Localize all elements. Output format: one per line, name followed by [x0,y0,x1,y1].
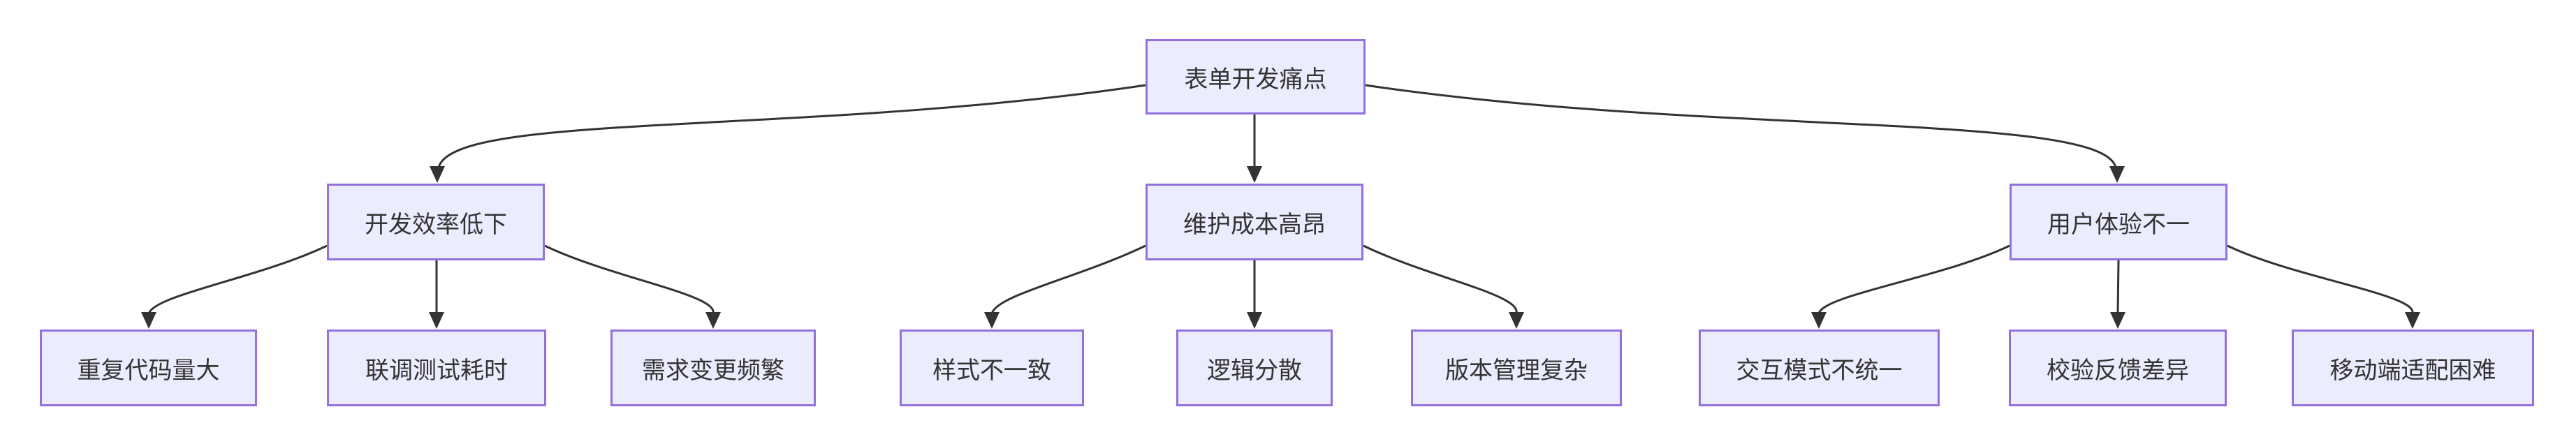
node-style-inconsistency: 样式不一致 [900,330,1084,406]
edge-dev-to-duplicate-code [141,244,328,329]
node-complex-version-management: 版本管理复杂 [1411,330,1622,406]
node-mobile-adaptation-difficult: 移动端适配困难 [2292,330,2534,406]
edge-root-to-dev-efficiency [430,84,1146,183]
edge-maint-to-version-management [1363,244,1524,329]
edge-root-to-maintenance-cost [1247,114,1262,183]
edge-dev-to-joint-testing [429,260,444,329]
edge-maint-to-scattered-logic [1247,260,1262,329]
node-frequent-requirement-changes: 需求变更频繁 [610,330,816,406]
node-dev-efficiency-low: 开发效率低下 [327,184,545,260]
node-user-experience-inconsistent: 用户体验不一 [2010,184,2227,260]
node-joint-testing-time: 联调测试耗时 [327,330,546,406]
node-scattered-logic: 逻辑分散 [1176,330,1333,406]
node-validation-feedback-differences: 校验反馈差异 [2009,330,2227,406]
edge-root-to-user-experience [1365,84,2125,183]
node-maintenance-cost-high: 维护成本高昂 [1146,184,1363,260]
edge-maint-to-style-inconsistency [984,244,1146,329]
edge-ux-to-validation-feedback [2110,260,2125,329]
edge-dev-to-requirement-change [544,244,721,329]
node-form-dev-pain-points: 表单开发痛点 [1146,39,1366,114]
node-duplicate-code: 重复代码量大 [40,330,257,406]
edge-ux-to-mobile-adaptation [2227,244,2420,329]
edge-ux-to-interaction-patterns [1811,244,2010,329]
node-interaction-patterns-not-unified: 交互模式不统一 [1699,330,1940,406]
